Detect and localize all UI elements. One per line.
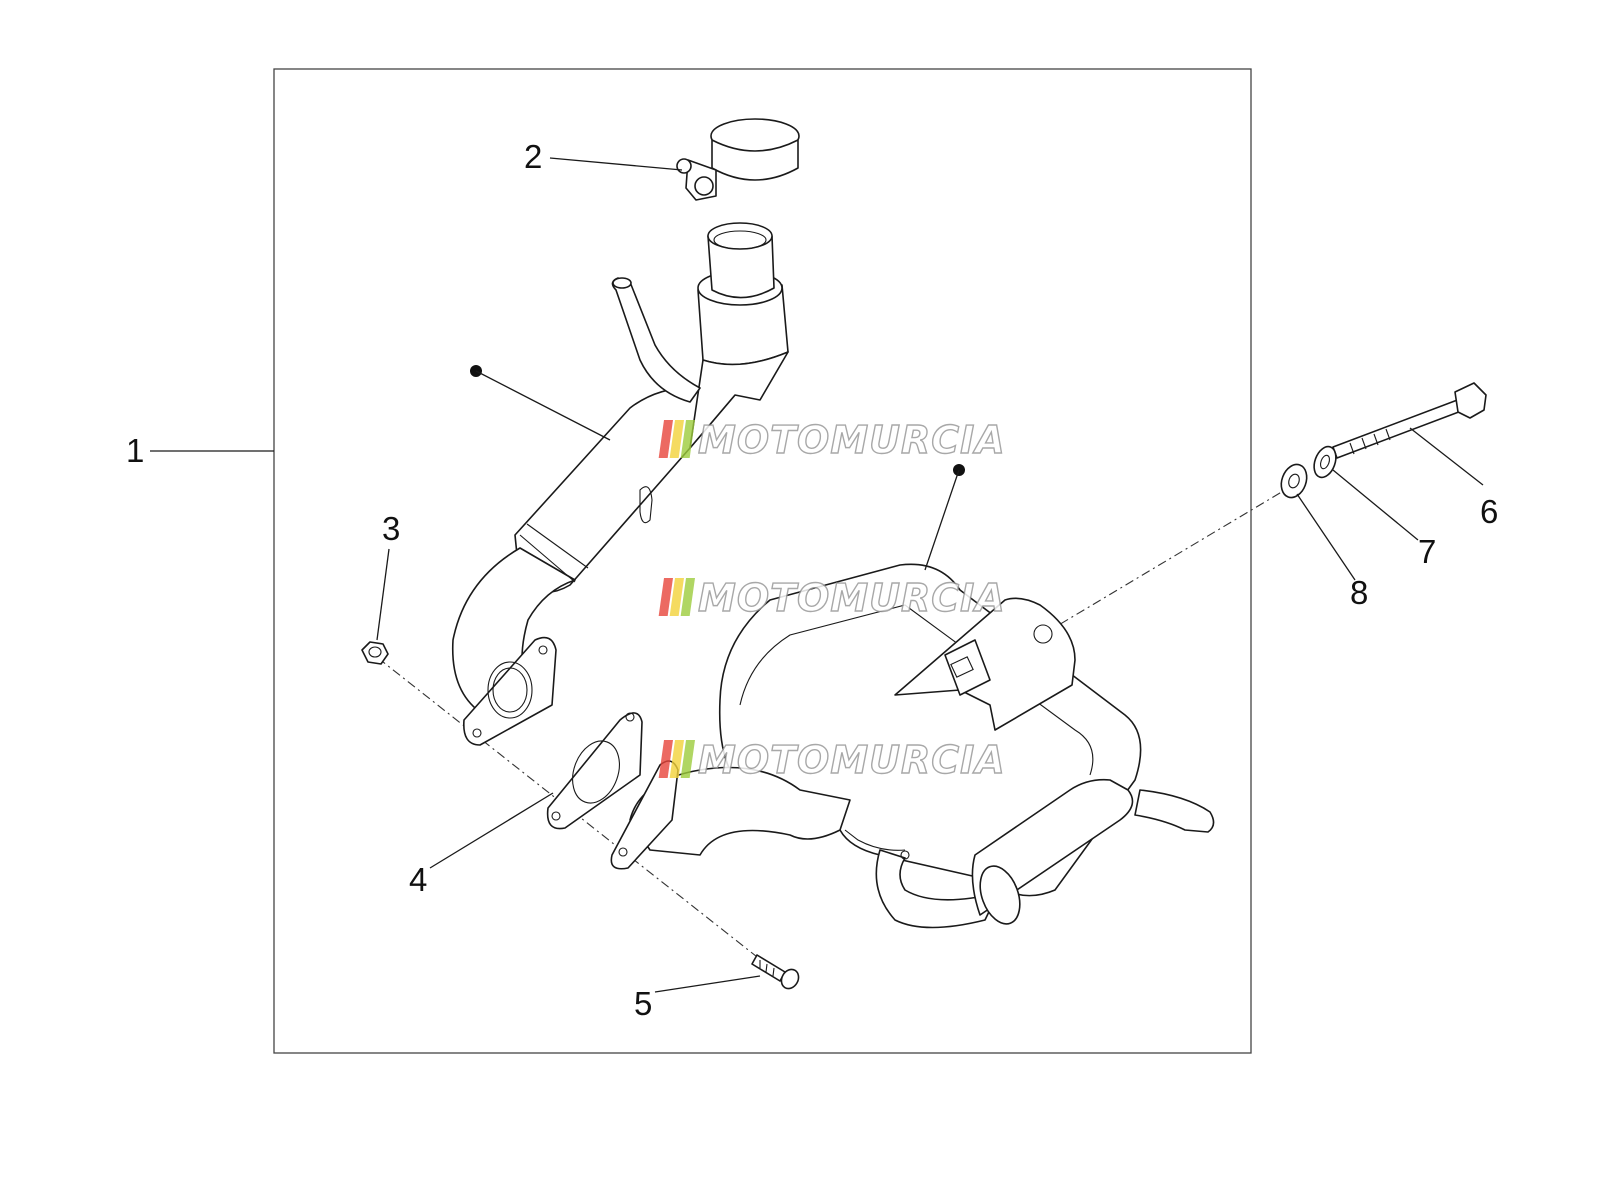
callout-1: 1 (126, 432, 144, 469)
watermark-stripe-yellow (669, 420, 684, 458)
leader-2 (549, 157, 683, 171)
watermark-1: MOTOMURCIA (658, 417, 1006, 463)
leader-6 (1409, 427, 1484, 486)
callout-2: 2 (524, 138, 542, 175)
watermark-2: MOTOMURCIA (658, 575, 1006, 621)
watermark-text: MOTOMURCIA (698, 418, 1006, 462)
watermark-3: MOTOMURCIA (658, 737, 1006, 783)
watermark-stripe-green (680, 578, 695, 616)
leader-8 (1296, 493, 1356, 581)
callout-3: 3 (382, 510, 400, 547)
screw (751, 954, 800, 990)
watermark-text: MOTOMURCIA (698, 576, 1006, 620)
watermark-stripe-green (680, 420, 695, 458)
leader-7 (1332, 469, 1419, 541)
washer-7 (1313, 445, 1337, 479)
watermark-stripe-yellow (669, 578, 684, 616)
watermark-stripe-yellow (669, 740, 684, 778)
watermark-stripe-red (658, 740, 673, 778)
callout-4: 4 (409, 861, 427, 898)
callout-6: 6 (1480, 493, 1498, 530)
watermark-stripe-red (658, 578, 673, 616)
callout-5: 5 (634, 985, 652, 1022)
nut (361, 641, 389, 665)
pipe-clamp (676, 118, 800, 201)
assembly-frame (273, 68, 1252, 1054)
leader-3 (376, 548, 390, 641)
watermark-stripe-red (658, 420, 673, 458)
silencer (610, 563, 1215, 929)
washer-8 (1280, 463, 1308, 499)
leader-dot-pipe (475, 370, 611, 441)
leader-dot-silencer (924, 469, 960, 571)
watermark-stripe-green (680, 740, 695, 778)
callout-7: 7 (1418, 533, 1436, 570)
leader-4 (429, 792, 554, 869)
leader-5 (654, 975, 761, 993)
bolt (1332, 382, 1487, 459)
watermark-text: MOTOMURCIA (698, 738, 1006, 782)
gasket (546, 712, 643, 830)
callout-8: 8 (1350, 574, 1368, 611)
